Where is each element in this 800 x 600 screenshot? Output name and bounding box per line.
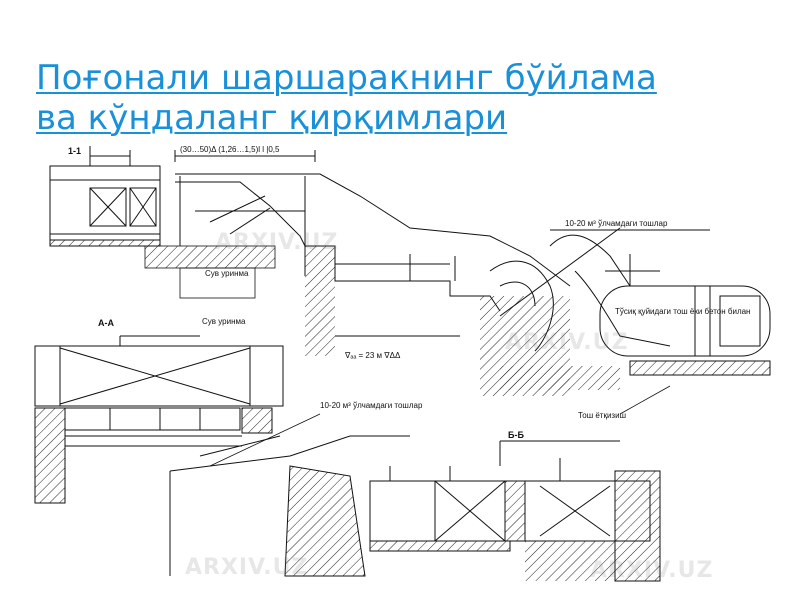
engineering-drawing: 1-1	[30, 136, 776, 594]
top-dimensions: (30…50)Δ (1,26…1,5)l l |0,5	[180, 145, 280, 154]
watermark-4: ARXIV.UZ	[590, 558, 714, 583]
plan-view-top-left	[49, 146, 161, 247]
title-line-2: ва кўндаланг қирқимлари	[36, 98, 508, 136]
note-leader-right	[619, 385, 671, 415]
upper-right-note: 10-20 м³ ўлчамдаги тошлар	[565, 219, 668, 228]
drawing-svg: 1-1	[34, 145, 771, 582]
slide-title: Поғонали шаршаракнинг бўйлама ва кўндала…	[36, 58, 776, 136]
cross-section-left	[34, 335, 284, 504]
watermark-3: ARXIV.UZ	[185, 555, 309, 580]
watermark-2: ARXIV.UZ	[505, 330, 629, 355]
dissipater-right	[499, 227, 771, 390]
section-mark-left: А-А	[98, 318, 114, 328]
section-mark-top: 1-1	[68, 146, 81, 156]
riprap-section	[169, 435, 410, 577]
cross-section-bottom	[369, 440, 661, 582]
watermark-1: ARXIV.UZ	[215, 230, 339, 255]
bottom-right-note: Тош ётқизиш	[578, 411, 626, 420]
river-bed-elevation: ∇ₐₐ = 23 м ∇ΔΔ	[344, 351, 401, 360]
stilling-basin-note: Сув уринма	[205, 269, 249, 278]
middle-note: 10-20 м³ ўлчамдаги тошлар	[320, 401, 423, 410]
middle-left-note: Сув уринма	[202, 317, 246, 326]
stilling-basin-walls	[144, 245, 276, 299]
title-line-1: Поғонали шаршаракнинг бўйлама	[36, 58, 657, 98]
note-leader-middle	[209, 413, 321, 467]
section-mark-bottom: Б-Б	[508, 430, 524, 440]
box-note: Тўсиқ қуйидаги тош ёки бетон билан	[615, 307, 750, 316]
